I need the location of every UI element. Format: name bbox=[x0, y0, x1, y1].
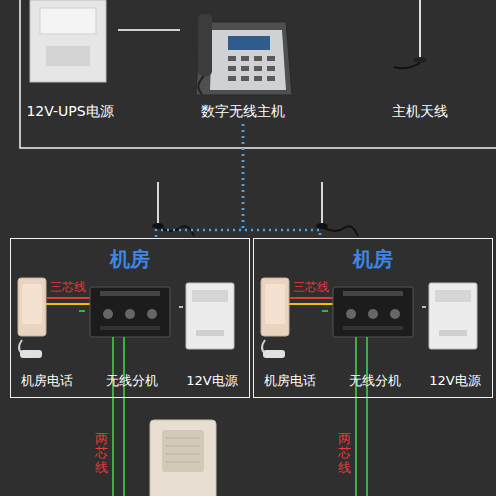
wireless-host: 数字无线主机 bbox=[180, 0, 306, 124]
antenna-rod bbox=[321, 182, 323, 224]
host-frame bbox=[20, 0, 496, 148]
wire-connector bbox=[179, 306, 183, 308]
power-supply: 12V电源 bbox=[426, 277, 484, 393]
wireless-link bbox=[243, 124, 320, 238]
room-equipment bbox=[18, 278, 234, 358]
room-phone: 机房电话 bbox=[258, 277, 322, 393]
ups-box bbox=[30, 0, 106, 82]
node-label: 12V-UPS电源 bbox=[26, 103, 113, 120]
machine-room: 机房机房电话 无线分机 12V电源 bbox=[253, 238, 493, 398]
node-label: 机房电话 bbox=[21, 373, 73, 389]
speaker-grille bbox=[162, 430, 204, 472]
node-label: 数字无线主机 bbox=[201, 103, 285, 120]
wire-label: 两芯线 bbox=[95, 432, 108, 475]
room-title: 机房 bbox=[254, 239, 492, 271]
room-phone: 机房电话 bbox=[15, 277, 79, 393]
machine-room: 机房机房电话 无线分机 12V电源 bbox=[10, 238, 250, 398]
node-label: 12V电源 bbox=[429, 373, 480, 389]
wire-connector bbox=[118, 29, 180, 31]
wire-label: 三芯线 bbox=[293, 280, 329, 294]
node-label: 无线分机 bbox=[106, 373, 158, 389]
node-label: 无线分机 bbox=[349, 373, 401, 389]
host-keypad bbox=[228, 56, 275, 81]
wire-label: 两芯线 bbox=[338, 432, 351, 475]
ups-panel bbox=[46, 46, 90, 66]
host-face bbox=[210, 30, 286, 90]
car-speaker bbox=[150, 420, 216, 496]
ups-plate bbox=[40, 8, 96, 34]
antenna-cable bbox=[394, 63, 420, 68]
antenna-cable bbox=[324, 226, 358, 236]
power-supply: 12V电源 bbox=[183, 277, 241, 393]
antenna-rod bbox=[157, 182, 159, 224]
host-cord bbox=[198, 76, 204, 94]
wireless-link bbox=[156, 124, 243, 238]
wire-connector bbox=[79, 310, 85, 312]
host-screen bbox=[228, 36, 270, 50]
green-wire bbox=[123, 337, 125, 496]
ups-power: 12V-UPS电源 bbox=[22, 0, 118, 124]
wire-label: 三芯线 bbox=[50, 280, 86, 294]
antenna-cable bbox=[160, 226, 194, 236]
antenna-rod bbox=[419, 0, 421, 58]
node-label: 主机天线 bbox=[392, 103, 448, 120]
green-wire bbox=[355, 337, 357, 496]
host-antenna: 主机天线 bbox=[378, 0, 462, 124]
wireless-extension: 无线分机 bbox=[85, 277, 179, 393]
wire-connector bbox=[322, 310, 328, 312]
host-handset bbox=[198, 14, 212, 76]
room-equipment bbox=[261, 278, 477, 358]
green-wire bbox=[366, 337, 368, 496]
node-label: 机房电话 bbox=[264, 373, 316, 389]
wire-connector bbox=[422, 306, 426, 308]
room-title: 机房 bbox=[11, 239, 249, 271]
wireless-extension: 无线分机 bbox=[328, 277, 422, 393]
node-label: 12V电源 bbox=[186, 373, 237, 389]
speaker-slots bbox=[166, 438, 200, 462]
antenna-base bbox=[413, 57, 427, 63]
green-wire bbox=[112, 337, 114, 496]
